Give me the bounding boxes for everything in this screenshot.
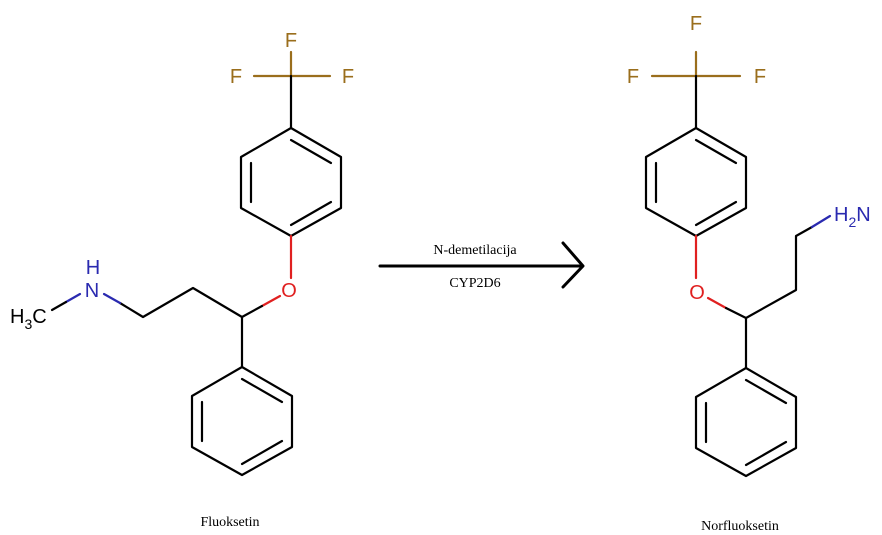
product-amine-h: H (834, 204, 848, 226)
reactant-bond-chain-n (102, 292, 122, 305)
reactant-propyl-chain (118, 286, 244, 319)
reaction-arrow-group: N-demetilacija CYP2D6 (378, 241, 585, 291)
product-lower-ring-outline (694, 366, 798, 478)
product-upper-ring-inner-bond-1 (694, 138, 738, 165)
product-amine-group: H2N (834, 204, 871, 230)
product-cf3-bonds (650, 50, 742, 130)
reactant-atom-o: O (281, 280, 297, 302)
reactant-lower-ring-inner-bond-1 (240, 377, 284, 404)
product-lower-benzene-ring (694, 366, 798, 478)
reactant-methyl-h: H (10, 306, 24, 328)
product-upper-ring-outline (644, 126, 748, 238)
product-atom-f-top: F (690, 13, 702, 35)
product-amine-n: N (856, 204, 870, 226)
reactant-molecule: F F F O H N H3C Fluoksetin (10, 30, 354, 530)
product-upper-benzene-ring (644, 126, 748, 238)
reactant-lower-ring-inner-bond-2 (240, 439, 284, 466)
reactant-atom-f-right: F (342, 66, 354, 88)
product-amine-subscript: 2 (848, 214, 856, 230)
product-lower-ring-inner-bond-1 (744, 378, 788, 405)
product-atom-o: O (689, 282, 705, 304)
reactant-lower-benzene-ring (190, 365, 294, 477)
product-atom-f-left: F (627, 66, 639, 88)
product-atom-f-right: F (754, 66, 766, 88)
product-bond-chain-n (810, 214, 832, 229)
reactant-atom-f-left: F (230, 66, 242, 88)
reactant-methyl-subscript: 3 (24, 316, 32, 332)
reaction-condition-bottom: CYP2D6 (449, 276, 500, 291)
reactant-upper-ring-inner-bond-2 (289, 200, 333, 227)
reactant-methyl-group: H3C (10, 306, 47, 332)
reactant-methyl-c: C (32, 306, 46, 328)
reactant-upper-ring-outline (239, 126, 343, 238)
reactant-bond-o-ch-dark (240, 304, 264, 319)
reactant-atom-n-h: H (86, 257, 100, 279)
product-propyl-chain (744, 225, 814, 320)
product-name: Norfluoksetin (701, 519, 779, 534)
reactant-cf3-bonds (252, 50, 332, 130)
reaction-arrow-head (561, 241, 585, 289)
product-upper-ring-inner-bond-2 (694, 200, 738, 227)
reactant-upper-ring-inner-bond-1 (289, 138, 333, 165)
product-molecule: F F F O H2N Norfluoksetin (627, 13, 871, 534)
reaction-condition-top: N-demetilacija (433, 243, 517, 258)
product-bond-o-ch (706, 296, 728, 310)
reactant-name: Fluoksetin (200, 515, 259, 530)
reactant-bond-n-methyl (64, 292, 82, 304)
reactant-lower-ring-outline (190, 365, 294, 477)
reactant-upper-benzene-ring (239, 126, 343, 238)
reactant-bond-methyl-dark (50, 300, 68, 312)
reactant-atom-f-top: F (285, 30, 297, 52)
product-lower-ring-inner-bond-2 (744, 440, 788, 467)
reactant-atom-n: N (85, 280, 99, 302)
reactant-bond-o-ch (260, 294, 282, 308)
product-bond-o-ch-dark (724, 306, 748, 320)
